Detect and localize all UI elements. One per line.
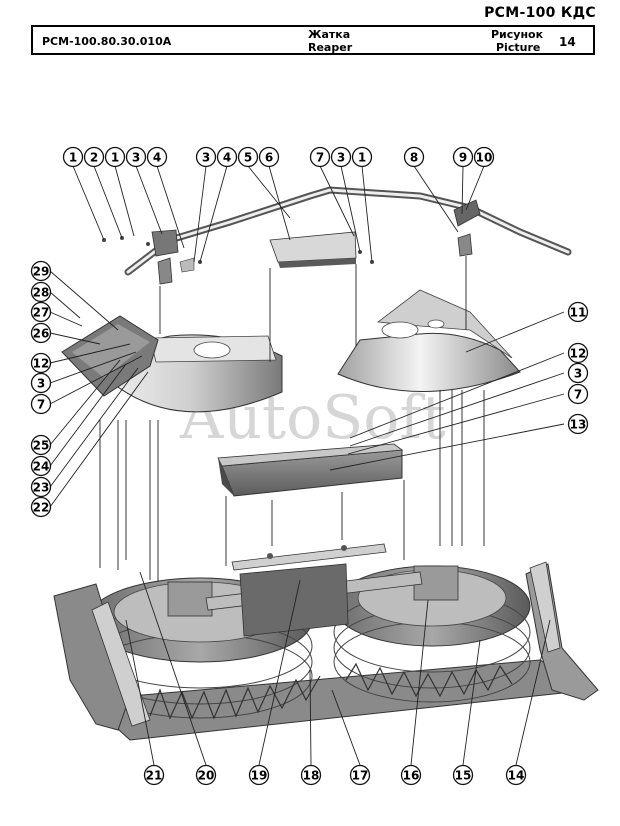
- title-block: РСМ-100.80.30.010А Жатка Reaper Рисунок …: [31, 25, 595, 55]
- callout: 5: [237, 146, 259, 168]
- svg-text:20: 20: [198, 769, 215, 783]
- callout: 3: [195, 146, 217, 168]
- callouts-right: 11 12 3 7 13: [567, 301, 589, 435]
- callout: 19: [248, 764, 270, 786]
- picture-label-ru: Рисунок: [491, 28, 544, 41]
- callout: 25: [30, 434, 52, 456]
- callout: 24: [30, 455, 52, 477]
- callout: 18: [300, 764, 322, 786]
- callout: 7: [567, 383, 589, 405]
- callout: 28: [30, 281, 52, 303]
- assembly-guide-lines: [99, 256, 485, 582]
- callout: 22: [30, 496, 52, 518]
- callout: 1: [62, 146, 84, 168]
- svg-text:22: 22: [33, 501, 50, 515]
- callout: 12: [567, 342, 589, 364]
- svg-text:4: 4: [153, 151, 161, 165]
- callouts-bottom: 21 20 19 18 17 16 15 14: [143, 764, 527, 786]
- svg-text:14: 14: [508, 769, 525, 783]
- svg-text:16: 16: [403, 769, 420, 783]
- svg-text:2: 2: [90, 151, 98, 165]
- callout: 13: [567, 413, 589, 435]
- callout: 7: [30, 393, 52, 415]
- svg-text:7: 7: [316, 151, 324, 165]
- svg-text:15: 15: [455, 769, 472, 783]
- svg-text:24: 24: [33, 460, 50, 474]
- svg-text:27: 27: [33, 306, 50, 320]
- callouts-left: 29 28 27 26 12 3 7 25 24 23 22: [30, 260, 52, 518]
- svg-text:7: 7: [574, 388, 582, 402]
- svg-text:19: 19: [251, 769, 268, 783]
- svg-text:1: 1: [69, 151, 77, 165]
- callout: 4: [216, 146, 238, 168]
- svg-text:17: 17: [352, 769, 369, 783]
- svg-text:26: 26: [33, 327, 50, 341]
- callout: 12: [30, 352, 52, 374]
- svg-text:9: 9: [459, 151, 467, 165]
- callout: 2: [83, 146, 105, 168]
- callout: 3: [125, 146, 147, 168]
- svg-text:5: 5: [244, 151, 252, 165]
- title-ru: Жатка: [308, 28, 351, 41]
- svg-text:21: 21: [146, 769, 163, 783]
- svg-text:12: 12: [33, 357, 50, 371]
- callout: 14: [505, 764, 527, 786]
- svg-text:28: 28: [33, 286, 50, 300]
- callout: 1: [351, 146, 373, 168]
- callout: 7: [309, 146, 331, 168]
- svg-text:12: 12: [570, 347, 587, 361]
- svg-text:3: 3: [37, 377, 45, 391]
- reaper-body: [53, 561, 599, 741]
- callout: 16: [400, 764, 422, 786]
- svg-text:3: 3: [337, 151, 345, 165]
- svg-text:29: 29: [33, 265, 50, 279]
- callouts-top: 1 2 1 3 4 3 4 5 6 7 3 1 8 9 10: [62, 146, 495, 168]
- svg-text:3: 3: [132, 151, 140, 165]
- title-en: Reaper: [308, 41, 353, 54]
- callout: 23: [30, 476, 52, 498]
- callout: 27: [30, 301, 52, 323]
- svg-text:4: 4: [223, 151, 231, 165]
- callout: 8: [403, 146, 425, 168]
- gearbox-cover: [217, 443, 404, 497]
- callout: 20: [195, 764, 217, 786]
- callout: 9: [452, 146, 474, 168]
- svg-text:13: 13: [570, 418, 587, 432]
- svg-text:3: 3: [202, 151, 210, 165]
- knife-bar-strip: [231, 543, 387, 571]
- callout: 15: [452, 764, 474, 786]
- svg-text:25: 25: [33, 439, 50, 453]
- svg-text:1: 1: [358, 151, 366, 165]
- drawing-code: РСМ-100.80.30.010А: [42, 35, 172, 48]
- callout: 6: [258, 146, 280, 168]
- callout: 17: [349, 764, 371, 786]
- svg-text:3: 3: [574, 367, 582, 381]
- svg-text:11: 11: [570, 306, 587, 320]
- picture-number: 14: [559, 35, 576, 49]
- svg-text:18: 18: [303, 769, 320, 783]
- model-name: РСМ-100 КДС: [484, 5, 596, 21]
- callout: 1: [104, 146, 126, 168]
- callout: 3: [330, 146, 352, 168]
- svg-text:10: 10: [476, 151, 493, 165]
- callout: 3: [567, 362, 589, 384]
- callout: 3: [30, 372, 52, 394]
- left-cone-guard: [61, 315, 283, 413]
- svg-text:8: 8: [410, 151, 418, 165]
- callout: 10: [473, 146, 495, 168]
- callout: 26: [30, 322, 52, 344]
- callout: 29: [30, 260, 52, 282]
- svg-text:6: 6: [265, 151, 273, 165]
- leader-lines: [49, 165, 565, 766]
- top-frame-bar: [102, 186, 572, 285]
- right-cone-guard: [337, 289, 521, 392]
- callout: 11: [567, 301, 589, 323]
- svg-text:1: 1: [111, 151, 119, 165]
- callout: 21: [143, 764, 165, 786]
- svg-text:7: 7: [37, 398, 45, 412]
- picture-label-en: Picture: [496, 41, 541, 54]
- callout: 4: [146, 146, 168, 168]
- svg-text:23: 23: [33, 481, 50, 495]
